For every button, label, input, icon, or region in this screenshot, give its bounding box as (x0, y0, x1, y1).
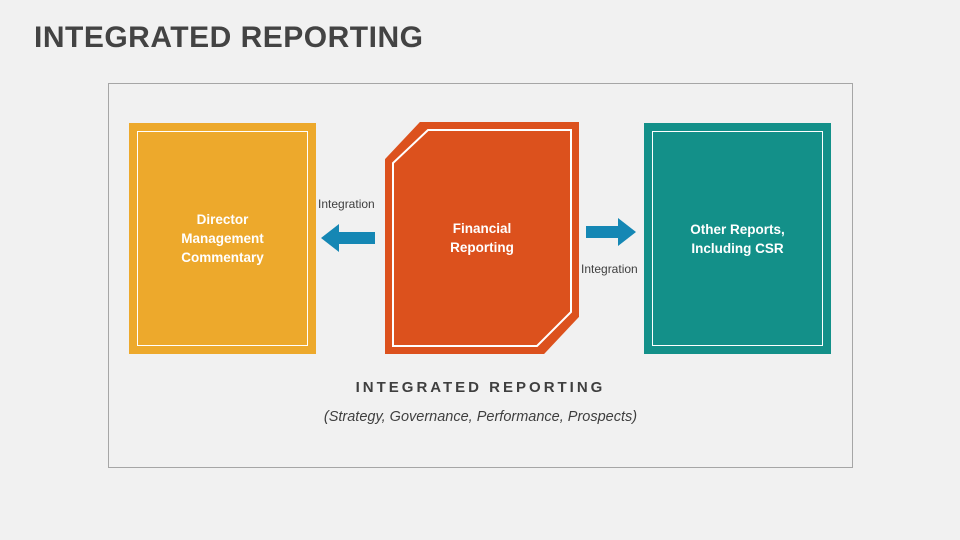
diagram-node-other-reports-including-csr[interactable]: Other Reports, Including CSR (644, 123, 831, 354)
arrow-label-integration-right: Integration (581, 262, 638, 276)
arrow-group-financial-to-other: Integration (581, 216, 643, 280)
diagram-node-director-management-commentary[interactable]: Director Management Commentary (129, 123, 316, 354)
node-label-other-reports-including-csr: Other Reports, Including CSR (690, 221, 785, 256)
arrow-left-icon[interactable] (321, 222, 375, 254)
caption-subtitle: (Strategy, Governance, Performance, Pros… (323, 409, 638, 425)
diagram-frame (108, 83, 853, 468)
arrow-label-integration-left: Integration (318, 197, 375, 211)
arrow-group-financial-to-director: Integration (318, 196, 380, 266)
page-title: INTEGRATED REPORTING (34, 21, 424, 54)
node-label-director-management-commentary: Director Management Commentary (181, 212, 264, 265)
caption-title: INTEGRATED REPORTING (355, 379, 606, 396)
diagram-caption: INTEGRATED REPORTING (Strategy, Governan… (108, 376, 853, 429)
node-label-financial-reporting: Financial Reporting (450, 221, 514, 255)
arrow-right-icon[interactable] (586, 216, 636, 248)
diagram-node-financial-reporting[interactable]: Financial Reporting (385, 122, 579, 354)
